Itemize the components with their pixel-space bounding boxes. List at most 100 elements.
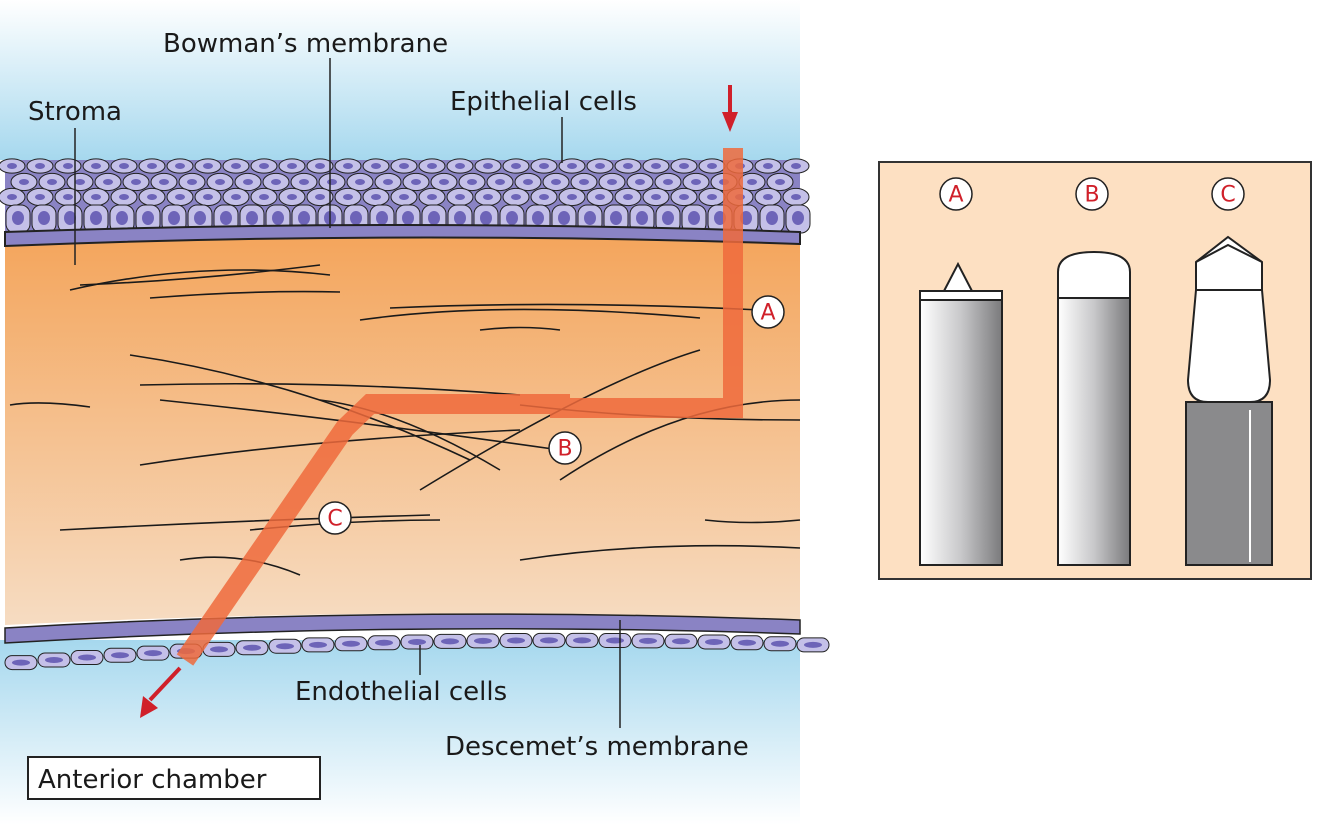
cell-nucleus	[763, 163, 773, 169]
cell-nucleus	[399, 194, 409, 200]
cell-nucleus	[64, 211, 76, 225]
cell-nucleus	[131, 179, 141, 185]
cell-nucleus	[243, 644, 261, 651]
cell-nucleus	[7, 194, 17, 200]
cell-nucleus	[607, 179, 617, 185]
cell-nucleus	[411, 179, 421, 185]
cell-nucleus	[467, 179, 477, 185]
cell-nucleus	[707, 163, 717, 169]
light-path	[176, 148, 743, 666]
cell-nucleus	[187, 179, 197, 185]
cell-nucleus	[287, 194, 297, 200]
cell-nucleus	[220, 211, 232, 225]
cell-nucleus	[315, 194, 325, 200]
anterior-chamber-box	[27, 756, 321, 800]
cell-nucleus	[375, 639, 393, 646]
cell-nucleus	[679, 163, 689, 169]
cell-nucleus	[506, 211, 518, 225]
cell-nucleus	[507, 637, 525, 644]
cell-nucleus	[175, 194, 185, 200]
cell-nucleus	[579, 179, 589, 185]
cell-nucleus	[688, 211, 700, 225]
cell-nucleus	[747, 179, 757, 185]
cell-nucleus	[271, 179, 281, 185]
cell-nucleus	[350, 211, 362, 225]
cell-nucleus	[246, 211, 258, 225]
cell-nucleus	[454, 211, 466, 225]
cell-nucleus	[474, 637, 492, 644]
label-descemet: Descemet’s membrane	[445, 732, 749, 762]
cell-nucleus	[231, 194, 241, 200]
cell-nucleus	[91, 194, 101, 200]
svg-text:B: B	[1084, 183, 1099, 208]
entry-arrow	[722, 85, 738, 132]
cell-nucleus	[194, 211, 206, 225]
tip-a: A	[919, 177, 1003, 566]
cell-nucleus	[523, 179, 533, 185]
cell-nucleus	[111, 652, 129, 659]
marker-a: A	[751, 295, 785, 329]
cell-nucleus	[672, 638, 690, 645]
cell-nucleus	[35, 163, 45, 169]
cell-nucleus	[439, 179, 449, 185]
cell-nucleus	[38, 211, 50, 225]
cell-nucleus	[584, 211, 596, 225]
cell-nucleus	[276, 643, 294, 650]
cell-nucleus	[766, 211, 778, 225]
cell-nucleus	[567, 194, 577, 200]
svg-text:B: B	[557, 437, 572, 462]
cell-nucleus	[210, 646, 228, 653]
cell-nucleus	[376, 211, 388, 225]
cell-nucleus	[342, 640, 360, 647]
cell-nucleus	[408, 638, 426, 645]
cell-nucleus	[147, 163, 157, 169]
cell-nucleus	[63, 163, 73, 169]
cell-nucleus	[203, 163, 213, 169]
cell-nucleus	[45, 656, 63, 663]
cell-nucleus	[309, 641, 327, 648]
cell-nucleus	[144, 650, 162, 657]
cell-nucleus	[791, 163, 801, 169]
cell-nucleus	[119, 194, 129, 200]
cell-nucleus	[539, 163, 549, 169]
cell-nucleus	[662, 211, 674, 225]
cell-nucleus	[19, 179, 29, 185]
cell-nucleus	[540, 637, 558, 644]
tip-b: B	[1057, 177, 1131, 566]
cell-nucleus	[116, 211, 128, 225]
cell-nucleus	[480, 211, 492, 225]
cell-nucleus	[175, 163, 185, 169]
cell-nucleus	[705, 638, 723, 645]
cell-nucleus	[383, 179, 393, 185]
cell-nucleus	[558, 211, 570, 225]
cell-nucleus	[511, 194, 521, 200]
cell-nucleus	[775, 179, 785, 185]
label-bowman: Bowman’s membrane	[163, 29, 448, 59]
cell-nucleus	[623, 163, 633, 169]
label-anterior-chamber: Anterior chamber	[38, 765, 267, 795]
cell-nucleus	[215, 179, 225, 185]
label-endothelial: Endothelial cells	[295, 677, 507, 707]
cell-nucleus	[539, 194, 549, 200]
cell-nucleus	[90, 211, 102, 225]
cell-nucleus	[159, 179, 169, 185]
svg-text:C: C	[1220, 183, 1235, 208]
cell-nucleus	[259, 163, 269, 169]
cell-nucleus	[168, 211, 180, 225]
cell-nucleus	[573, 637, 591, 644]
cell-nucleus	[651, 163, 661, 169]
svg-text:C: C	[327, 507, 342, 532]
cell-nucleus	[63, 194, 73, 200]
cell-nucleus	[399, 163, 409, 169]
cell-nucleus	[142, 211, 154, 225]
exit-arrow	[140, 666, 182, 718]
cell-nucleus	[231, 163, 241, 169]
epithelium-layer	[0, 158, 811, 235]
cell-nucleus	[455, 194, 465, 200]
cell-nucleus	[315, 163, 325, 169]
cell-nucleus	[651, 194, 661, 200]
cell-nucleus	[402, 211, 414, 225]
cell-nucleus	[259, 194, 269, 200]
cell-nucleus	[455, 163, 465, 169]
